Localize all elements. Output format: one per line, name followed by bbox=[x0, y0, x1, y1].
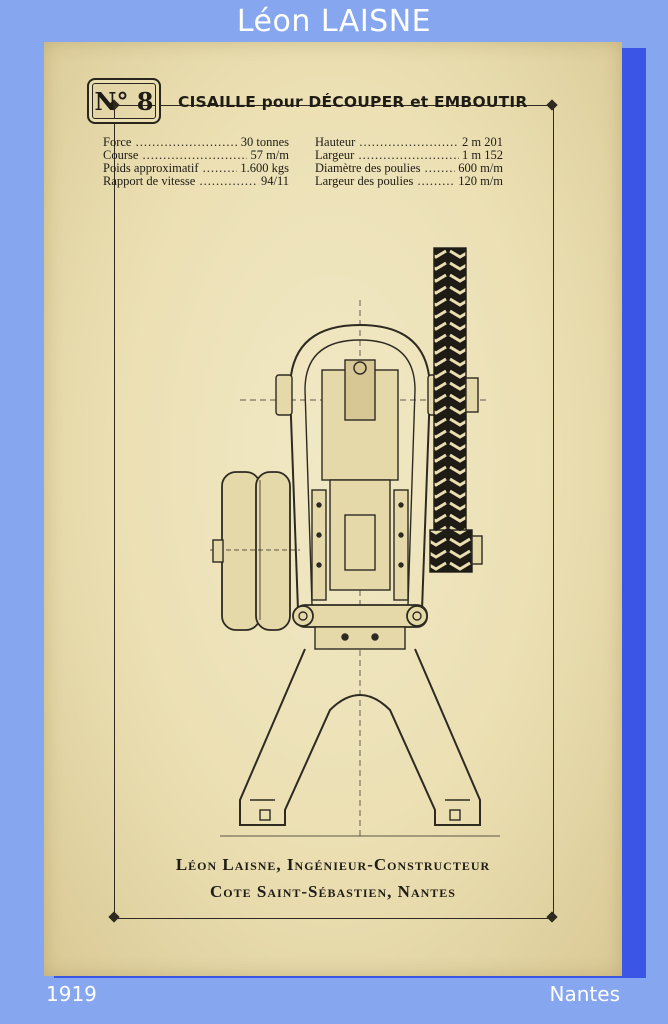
caption-city: Nantes bbox=[549, 982, 620, 1006]
spec-row: Largeur des poulies120 m/m bbox=[315, 175, 503, 188]
spec-row: Poids approximatif1.600 kgs bbox=[103, 162, 289, 175]
spec-row: Diamètre des poulies600 m/m bbox=[315, 162, 503, 175]
spec-value: 94/11 bbox=[260, 174, 289, 188]
spec-label: Course bbox=[103, 149, 247, 162]
spec-label: Force bbox=[103, 136, 238, 149]
caption-year: 1919 bbox=[46, 982, 97, 1006]
specs-right: Hauteur2 m 201 Largeur1 m 152 Diamètre d… bbox=[315, 136, 503, 188]
spec-label: Largeur bbox=[315, 149, 459, 162]
model-number-badge: N° 8 bbox=[87, 78, 161, 124]
spec-value: 30 tonnes bbox=[240, 135, 289, 149]
spec-row: Course57 m/m bbox=[103, 149, 289, 162]
spec-label: Poids approximatif bbox=[103, 162, 237, 175]
spec-value: 1 m 152 bbox=[462, 148, 503, 162]
spec-value: 57 m/m bbox=[250, 148, 289, 162]
spec-label: Hauteur bbox=[315, 136, 459, 149]
spec-value: 1.600 kgs bbox=[240, 161, 289, 175]
spec-value: 2 m 201 bbox=[462, 135, 503, 149]
spec-label: Rapport de vitesse bbox=[103, 175, 258, 188]
sheet-frame bbox=[114, 105, 554, 919]
spec-row: Force30 tonnes bbox=[103, 136, 289, 149]
spec-label: Diamètre des poulies bbox=[315, 162, 455, 175]
spec-row: Rapport de vitesse94/11 bbox=[103, 175, 289, 188]
maker-name: Léon Laisne, Ingénieur-Constructeur bbox=[175, 855, 491, 874]
spec-row: Largeur1 m 152 bbox=[315, 149, 503, 162]
spec-label: Largeur des poulies bbox=[315, 175, 455, 188]
page-title: Léon LAISNE bbox=[236, 4, 432, 39]
machine-heading: CISAILLE pour DÉCOUPER et EMBOUTIR bbox=[178, 93, 528, 111]
spec-value: 600 m/m bbox=[458, 161, 503, 175]
maker-address: Cote Saint-Sébastien, Nantes bbox=[210, 882, 456, 901]
spec-value: 120 m/m bbox=[458, 174, 503, 188]
shear-machine-drawing bbox=[210, 247, 500, 840]
specs-left: Force30 tonnes Course57 m/m Poids approx… bbox=[103, 136, 289, 188]
spec-row: Hauteur2 m 201 bbox=[315, 136, 503, 149]
